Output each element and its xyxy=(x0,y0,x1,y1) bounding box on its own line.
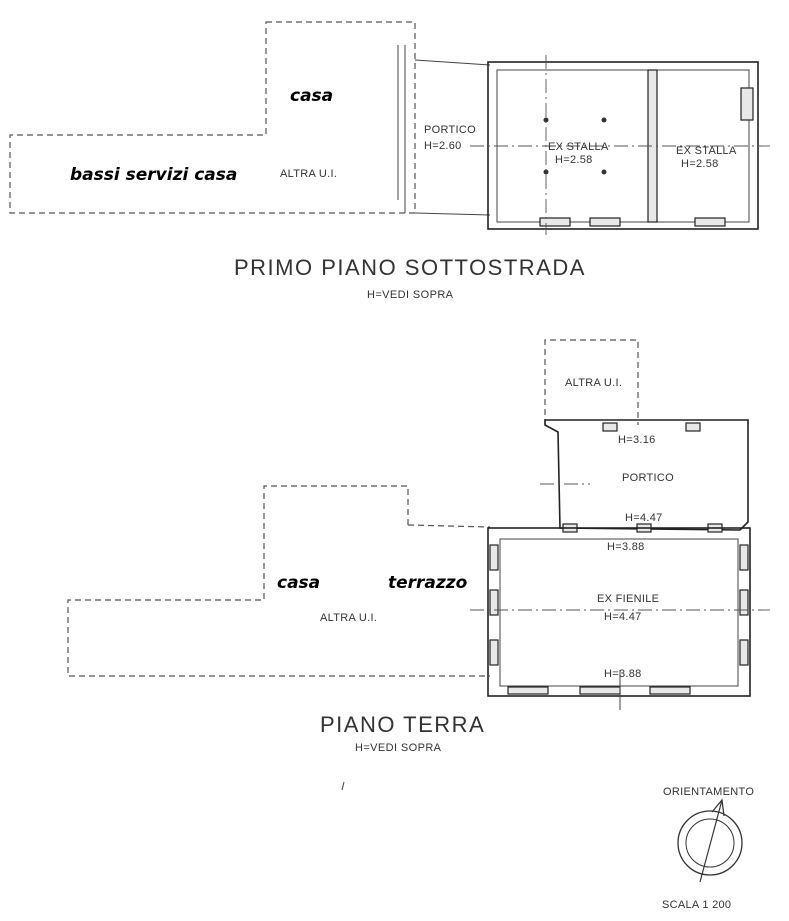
lower-label-h447-top: H=4.47 xyxy=(625,512,663,524)
lower-label-fienile-h: H=4.47 xyxy=(604,611,642,623)
lower-label-h388-bottom: H=3.88 xyxy=(604,668,642,680)
upper-plan-title: PRIMO PIANO SOTTOSTRADA xyxy=(234,255,586,280)
upper-plan: casa bassi servizi casa ALTRA U.I. PORTI… xyxy=(9,21,770,301)
upper-label-stalla-1: EX STALLA xyxy=(548,141,609,153)
lower-top-altra-ui-outline xyxy=(544,339,639,425)
upper-casa-outline xyxy=(9,21,416,214)
lower-plan-title: PIANO TERRA xyxy=(320,712,485,737)
orientation-label: ORIENTAMENTO xyxy=(663,786,754,798)
lower-portico-walls xyxy=(544,419,749,531)
upper-label-stalla-2: EX STALLA xyxy=(676,145,737,157)
lower-label-altra-ui: ALTRA U.I. xyxy=(320,612,377,624)
lower-label-casa: casa xyxy=(277,573,320,593)
lower-fienile-walls xyxy=(487,527,751,697)
lower-label-altra-ui-top: ALTRA U.I. xyxy=(565,377,622,389)
upper-label-casa: casa xyxy=(290,86,333,106)
upper-label-stalla-2-h: H=2.58 xyxy=(681,158,719,170)
orientation-block: ORIENTAMENTO SCALA 1 200 xyxy=(662,786,754,911)
upper-label-portico-h: H=2.60 xyxy=(424,140,462,152)
north-arrow-icon xyxy=(677,798,743,883)
upper-label-portico: PORTICO xyxy=(424,124,476,136)
lower-label-portico-h: H=3.16 xyxy=(618,434,656,446)
upper-building-walls xyxy=(487,61,759,230)
upper-label-bassi-servizi: bassi servizi casa xyxy=(70,165,237,185)
upper-plan-subtitle: H=VEDI SOPRA xyxy=(367,289,454,301)
lower-label-portico: PORTICO xyxy=(622,472,674,484)
lower-label-fienile: EX FIENILE xyxy=(597,593,659,605)
lower-label-h388-top: H=3.88 xyxy=(607,541,645,553)
lower-label-terrazzo: terrazzo xyxy=(388,573,468,593)
scale-label: SCALA 1 200 xyxy=(662,899,731,911)
upper-label-stalla-1-h: H=2.58 xyxy=(555,154,593,166)
lower-plan-subtitle: H=VEDI SOPRA xyxy=(355,742,442,754)
upper-label-altra-ui: ALTRA U.I. xyxy=(280,168,337,180)
lower-plan: ALTRA U.I. H=3.16 PORTICO H=4.47 H=3.88 … xyxy=(67,339,770,754)
